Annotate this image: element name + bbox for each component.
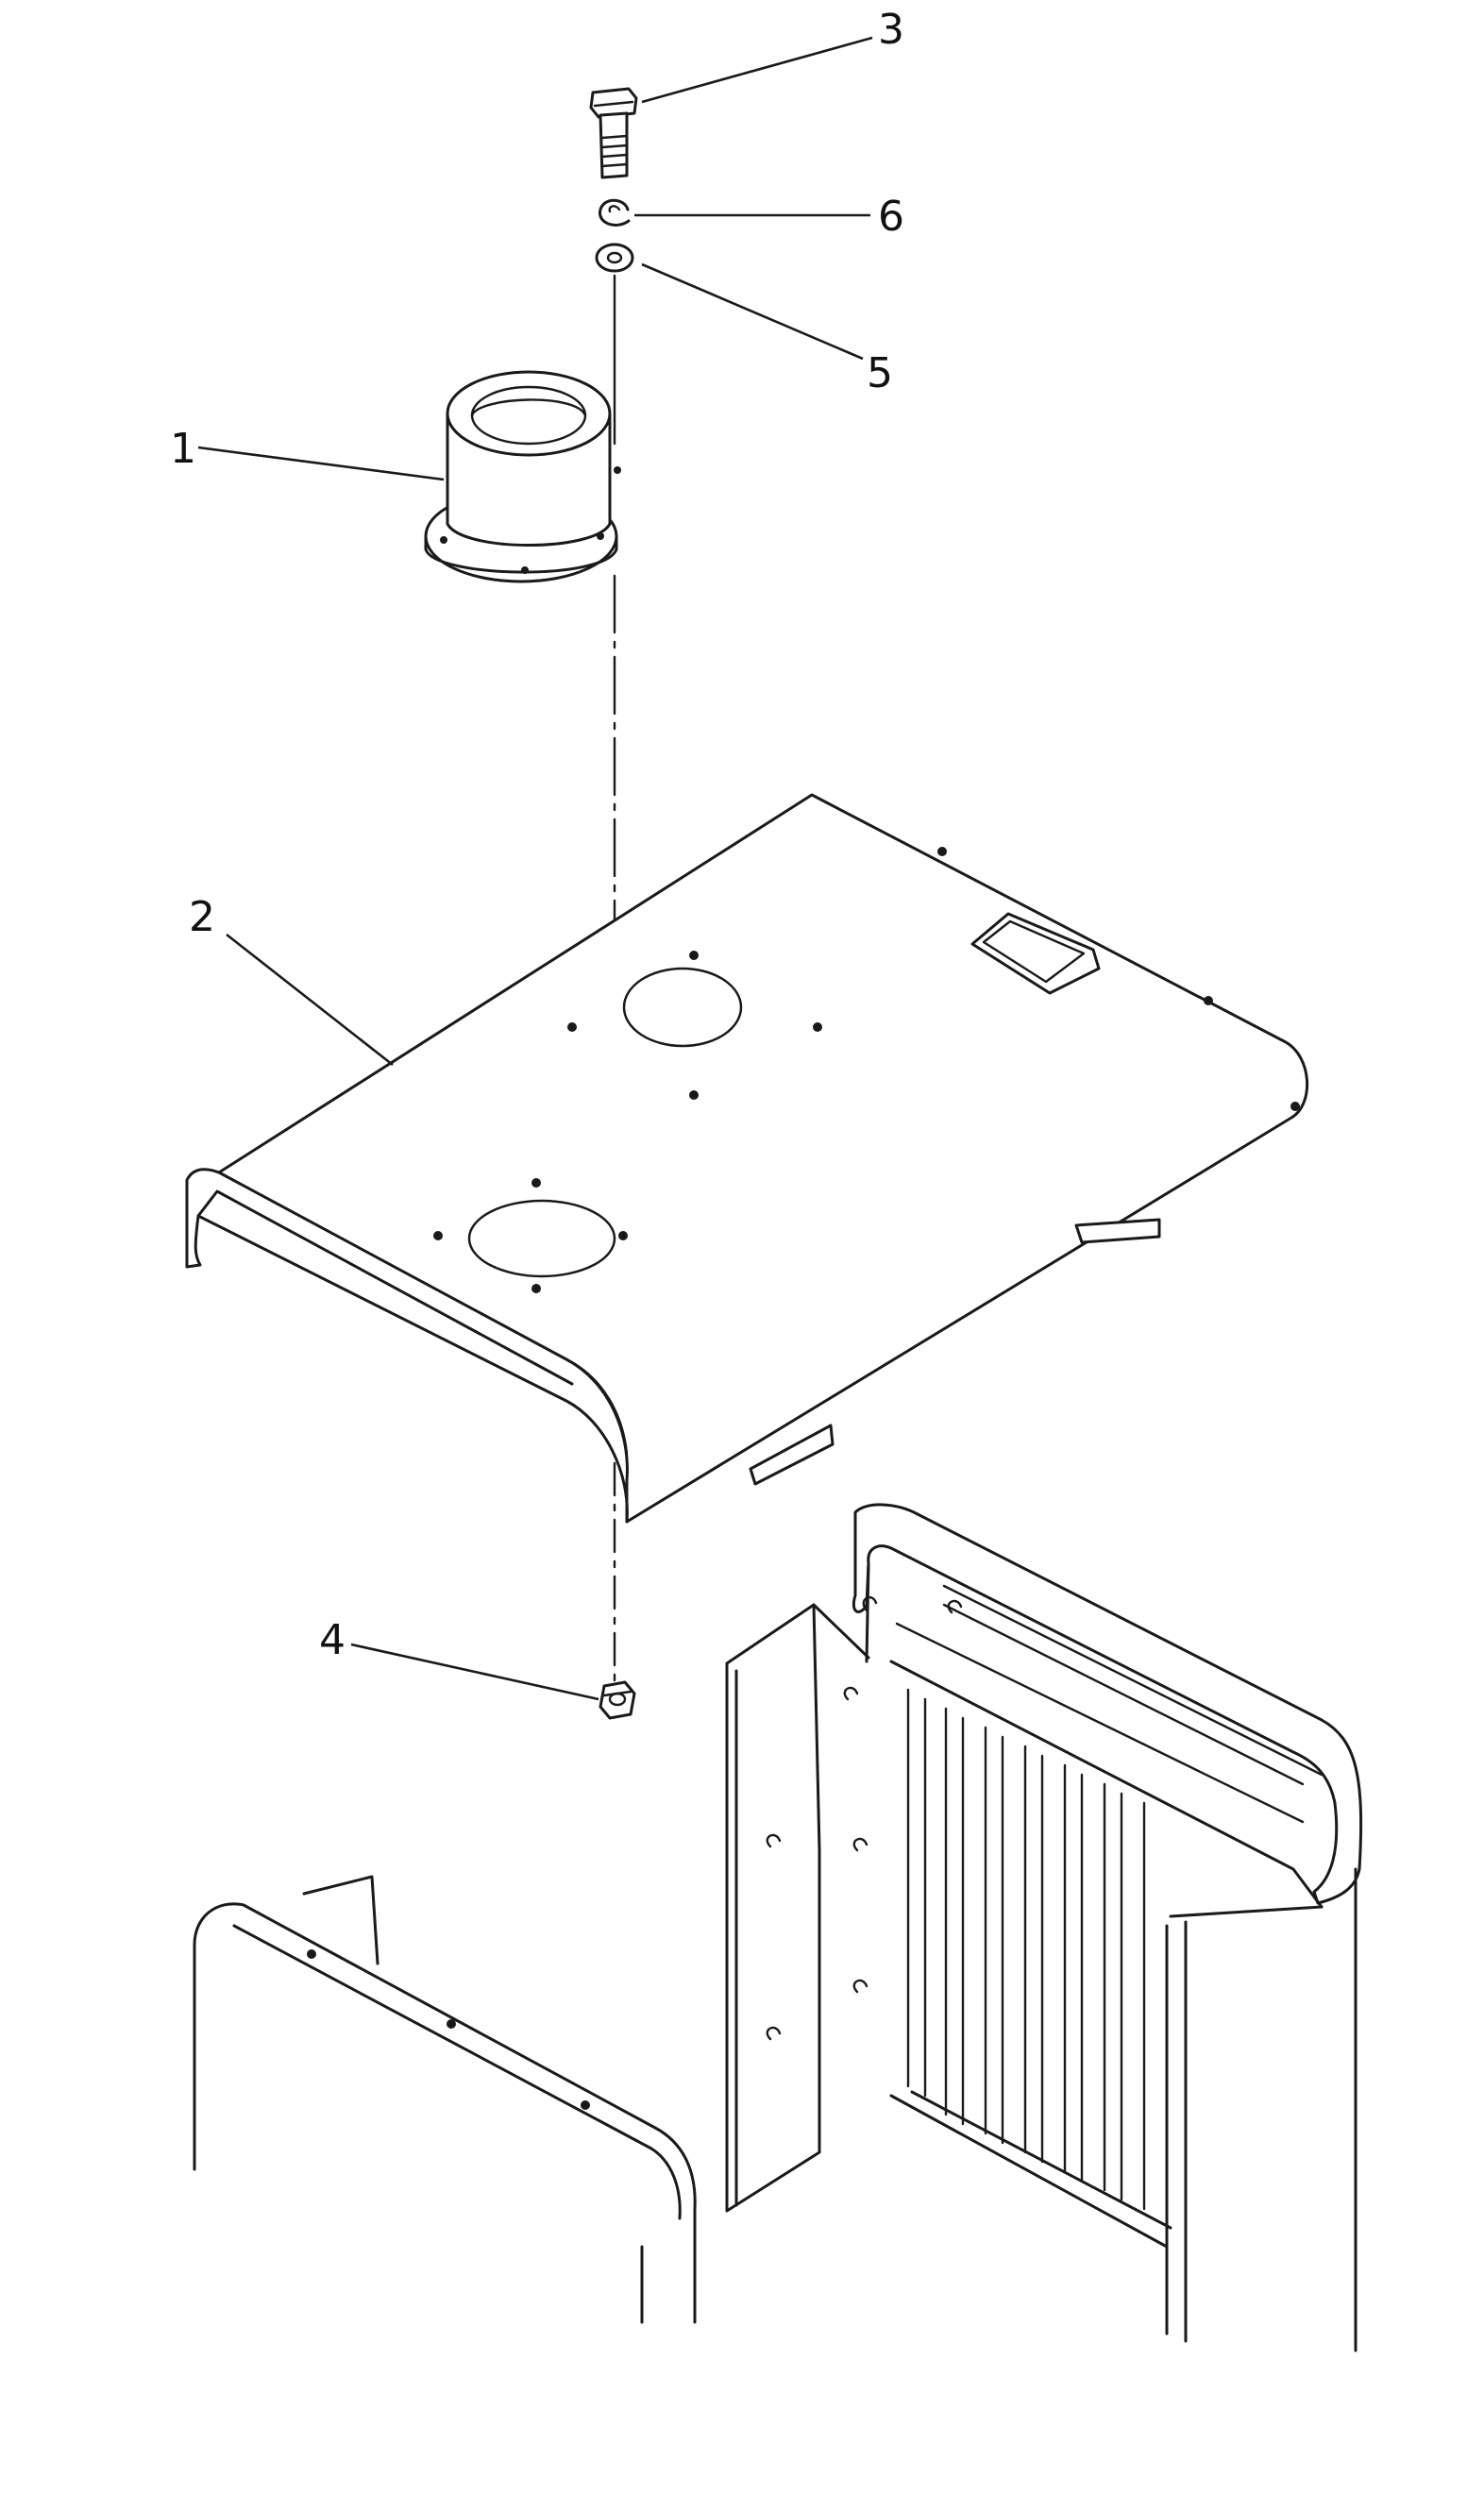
callout-labels: 3 6 5 1 2 4 (170, 6, 904, 1664)
flanged-sleeve (424, 370, 621, 583)
callout-4: 4 (319, 1616, 346, 1664)
side-panel (193, 1875, 697, 2324)
flat-washer (595, 243, 634, 273)
callout-5: 5 (867, 349, 893, 397)
callout-1: 1 (170, 425, 196, 473)
callout-3: 3 (878, 6, 904, 54)
nut (599, 1680, 636, 1720)
top-cover (185, 793, 1309, 1524)
bolt (589, 87, 638, 179)
leader-lines (197, 36, 873, 1701)
radiator-frame (725, 1503, 1363, 2352)
lock-washer (599, 198, 631, 227)
callout-6: 6 (878, 193, 904, 241)
callout-2: 2 (189, 893, 215, 941)
